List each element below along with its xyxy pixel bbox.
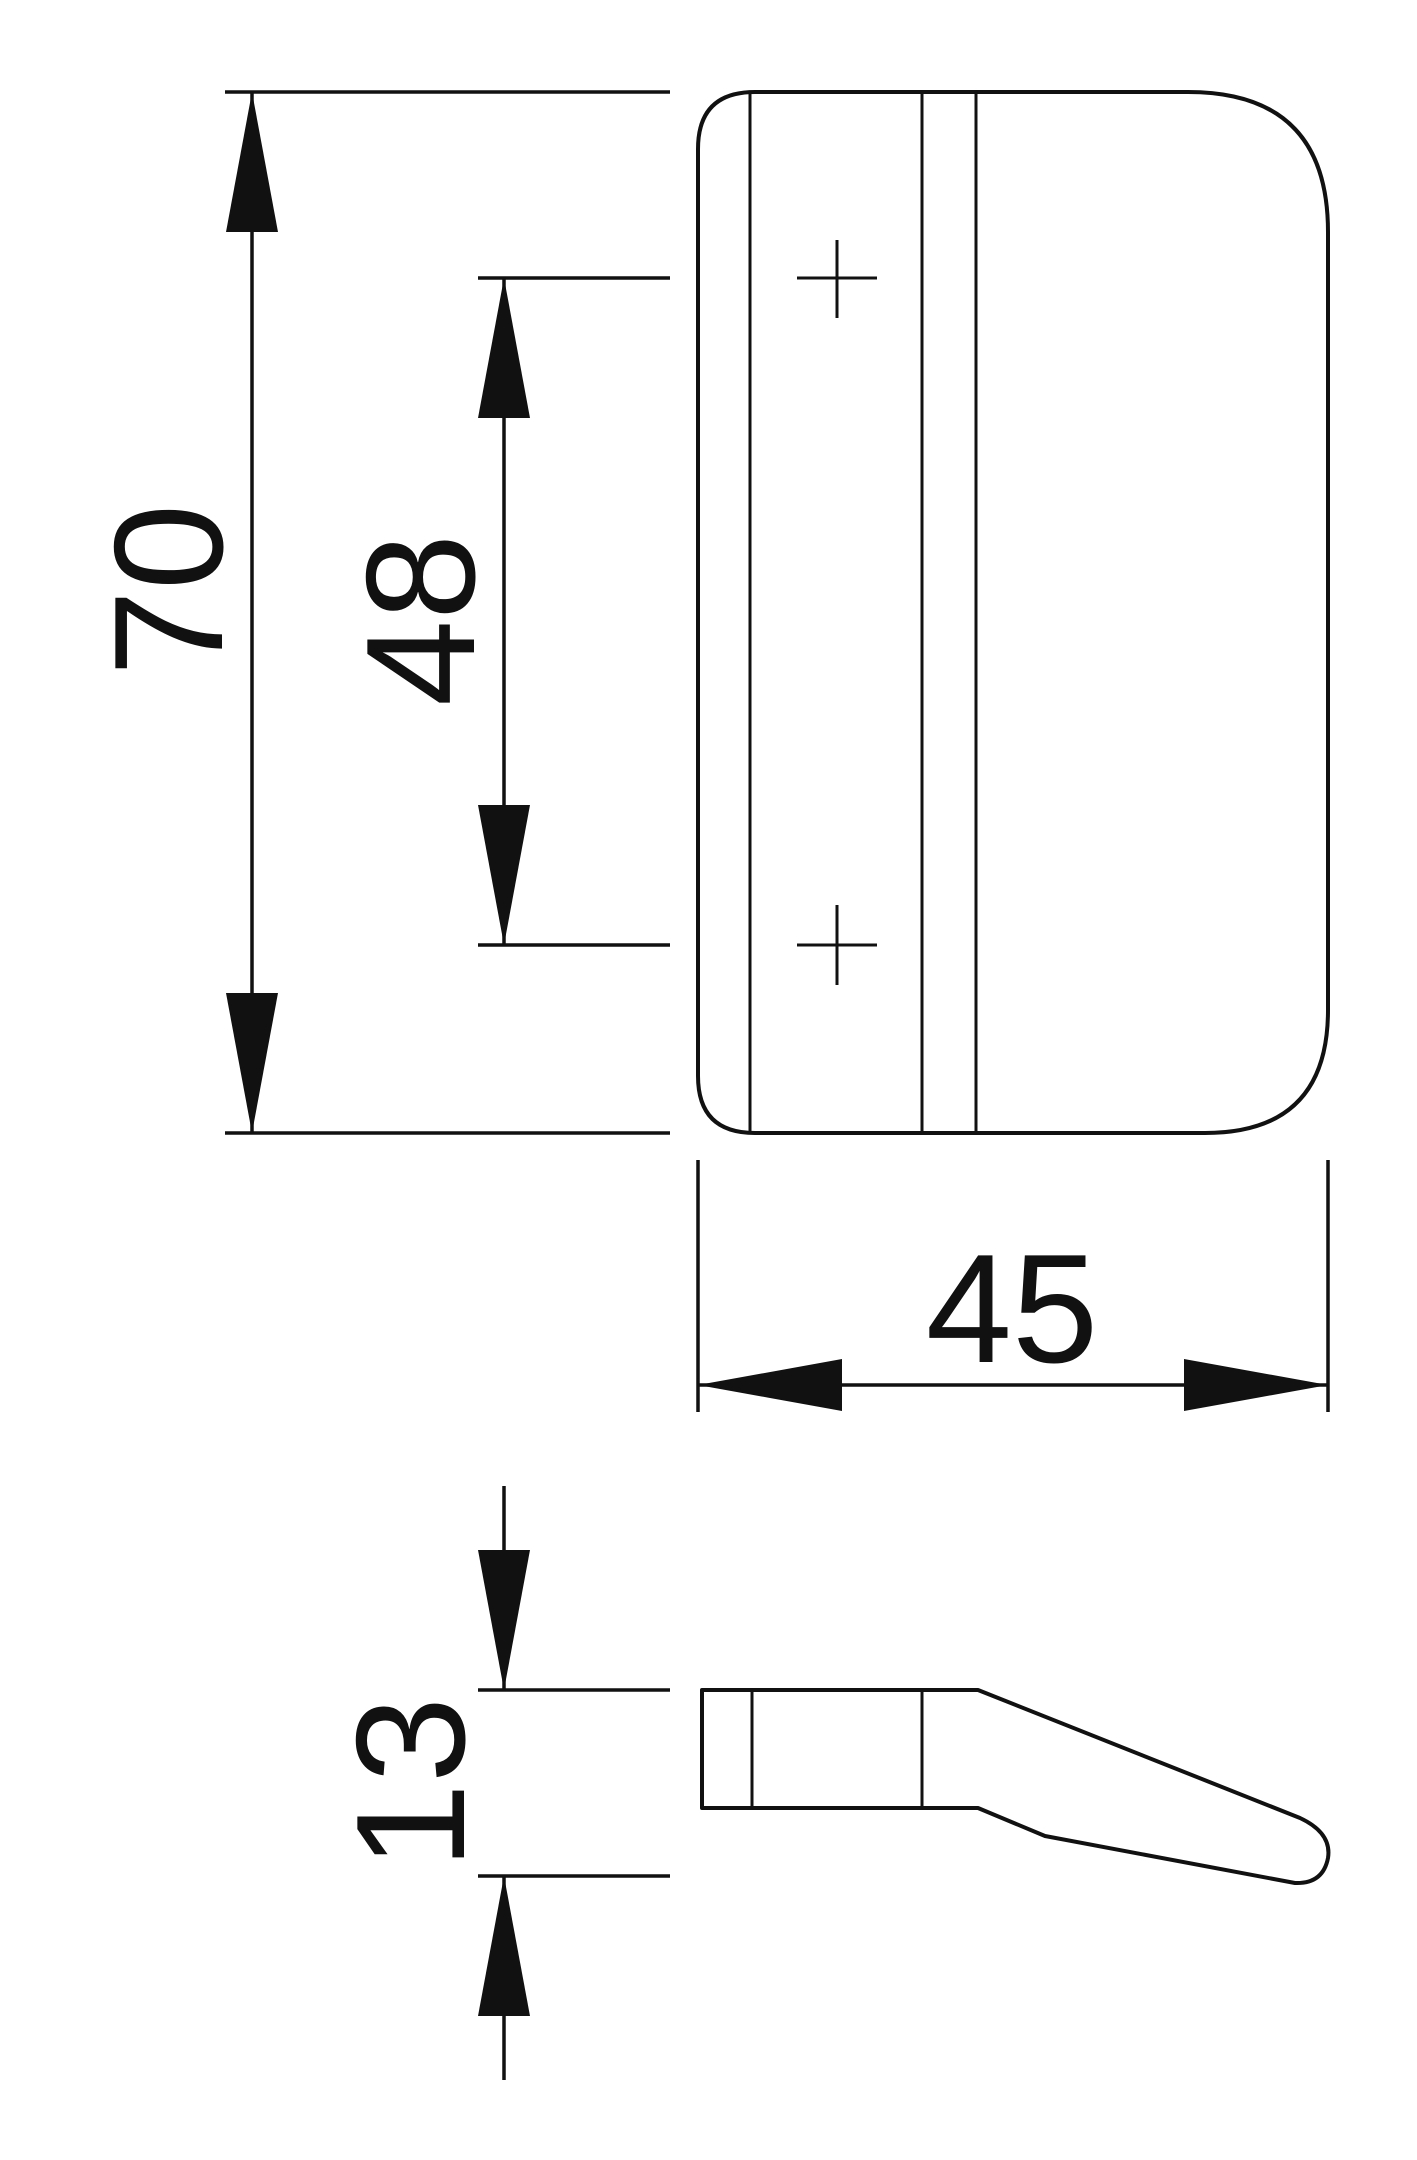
screw-hole-bottom	[797, 905, 877, 985]
screw-hole-top	[797, 240, 877, 318]
plate-outline	[696, 90, 1330, 1135]
arrow-up-13	[478, 1876, 530, 2016]
side-profile-outline	[700, 1688, 1331, 1886]
arrow-up-48	[478, 278, 530, 418]
arrow-left-45	[698, 1359, 842, 1411]
dimension-70: 70	[82, 90, 670, 1135]
dimension-45: 45	[696, 1160, 1330, 1412]
arrow-down-13	[478, 1550, 530, 1690]
dimension-48: 48	[334, 276, 670, 947]
arrow-right-45	[1184, 1359, 1328, 1411]
arrow-down-48	[478, 805, 530, 945]
arrow-up-70	[226, 92, 278, 232]
dimension-label-70: 70	[82, 504, 255, 676]
arrow-down-70	[226, 993, 278, 1133]
dimension-13: 13	[324, 1486, 670, 2080]
dimension-label-45: 45	[926, 1222, 1098, 1395]
side-view	[700, 1688, 1331, 1886]
dimension-label-13: 13	[324, 1697, 497, 1869]
dimension-label-48: 48	[334, 534, 507, 706]
front-view	[696, 90, 1330, 1135]
